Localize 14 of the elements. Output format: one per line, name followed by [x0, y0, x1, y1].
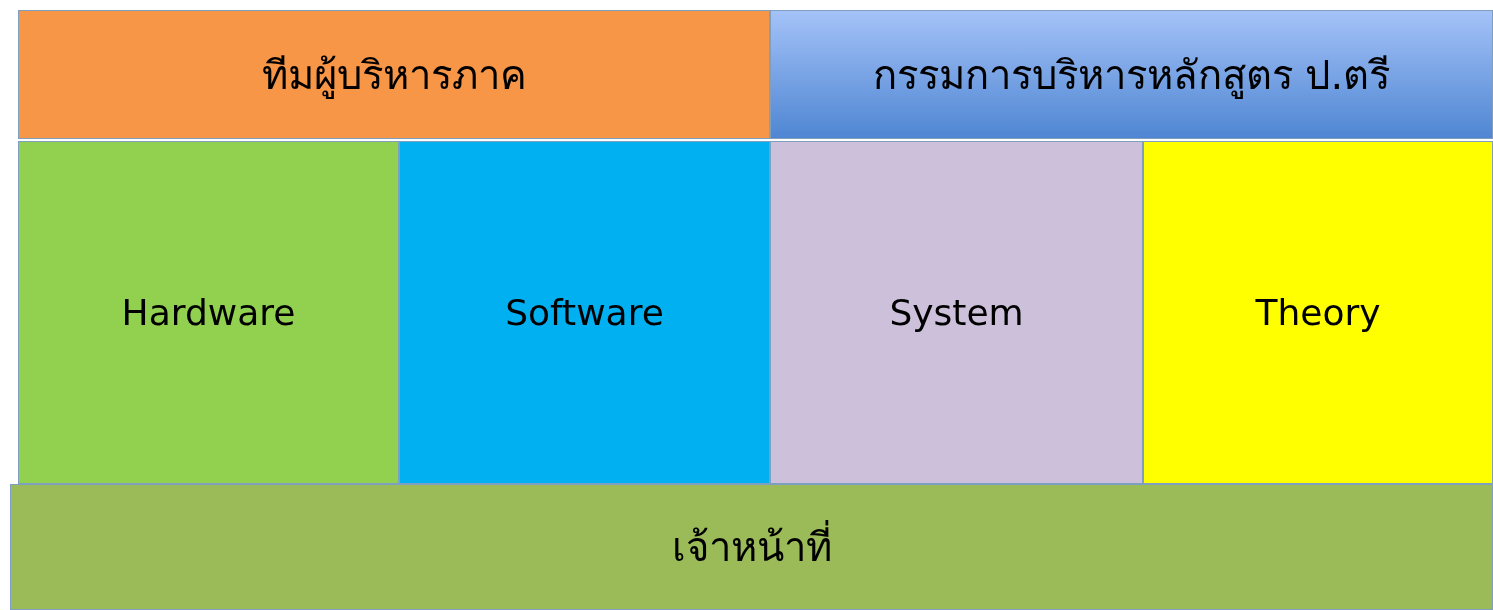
block	[18, 10, 770, 139]
block	[10, 484, 1493, 610]
block	[1143, 141, 1493, 484]
block	[18, 141, 399, 484]
block	[399, 141, 770, 484]
block	[770, 10, 1493, 139]
block-label: Theory	[1255, 292, 1381, 333]
block-label: Software	[505, 292, 664, 333]
block-label: กรรมการบริหารหลักสูตร ป.ตรี	[872, 50, 1391, 101]
block	[770, 141, 1143, 484]
block-label: Hardware	[121, 292, 296, 333]
block-label: เจ้าหน้าที่	[671, 515, 832, 579]
block-label: ทีมผู้บริหารภาค	[261, 50, 527, 101]
block-label: System	[889, 292, 1024, 333]
